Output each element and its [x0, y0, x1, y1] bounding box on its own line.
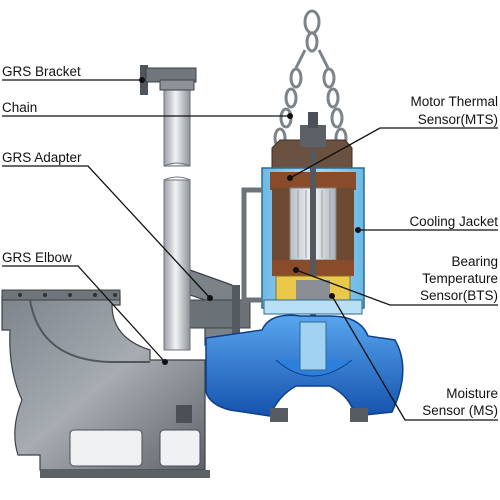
- label-bearing-line1: Bearing: [451, 254, 498, 269]
- leader-motor-thermal: [289, 127, 498, 179]
- lifting-chain: [273, 9, 348, 149]
- leader-moisture: [331, 295, 498, 421]
- guide-pipe: [163, 85, 191, 351]
- bearing-section: [263, 275, 363, 315]
- cooling-pipe: [241, 187, 262, 303]
- label-moisture-line1: Moisture: [446, 386, 498, 401]
- label-grs-bracket: GRS Bracket: [2, 64, 81, 79]
- grs-elbow: [1, 289, 210, 478]
- leader-grs-elbow: [2, 265, 166, 363]
- leader-dots: [139, 77, 361, 365]
- pump-volute: [205, 314, 404, 422]
- leader-lines: [2, 79, 498, 421]
- leader-bearing: [295, 269, 498, 306]
- label-chain: Chain: [2, 100, 37, 115]
- label-moisture-line2: Sensor (MS): [422, 403, 498, 418]
- label-motor-thermal-line1: Motor Thermal: [410, 94, 498, 109]
- leader-grs-adapter: [2, 165, 211, 299]
- label-bearing-line3: Sensor(BTS): [420, 288, 498, 303]
- labels: GRS Bracket Chain GRS Adapter GRS Elbow …: [2, 64, 498, 418]
- label-grs-adapter: GRS Adapter: [2, 150, 82, 165]
- label-motor-thermal-line2: Sensor(MTS): [418, 112, 498, 127]
- label-cooling-jacket: Cooling Jacket: [409, 214, 498, 229]
- grs-bracket: [140, 65, 197, 95]
- label-grs-elbow: GRS Elbow: [2, 250, 72, 265]
- label-bearing-line2: Temperature: [422, 271, 498, 286]
